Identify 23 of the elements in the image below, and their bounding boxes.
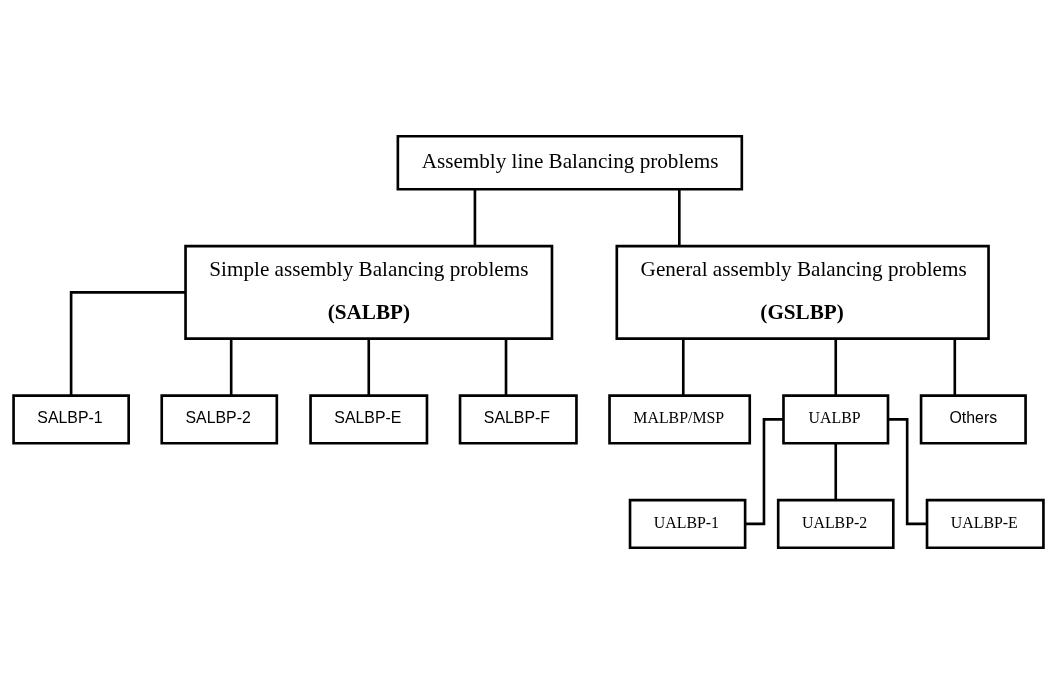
- node-box: SALBP-F: [458, 394, 578, 445]
- connector: [473, 189, 477, 246]
- node-box: General assembly Balancing problems (GSLBP): [615, 244, 990, 340]
- connector: [681, 338, 685, 396]
- node-box: MALBP/MSP: [608, 394, 752, 445]
- node-box: SALBP-1: [12, 394, 130, 445]
- node-box: UALBP: [782, 394, 890, 445]
- node-box: UALBP-1: [628, 498, 747, 550]
- node-box: SALBP-E: [309, 394, 429, 445]
- node-box: Assembly line Balancing problems: [396, 134, 744, 191]
- connector: [367, 338, 371, 396]
- node-box: SALBP-2: [160, 394, 279, 445]
- connector: [834, 338, 838, 396]
- connector: [953, 338, 957, 396]
- node-box: Simple assembly Balancing problems (SALBP): [184, 244, 554, 340]
- connector: [678, 189, 681, 246]
- node-box: Others: [919, 394, 1027, 445]
- connector: [834, 443, 838, 500]
- connector: [504, 338, 508, 396]
- connector: [229, 338, 233, 396]
- node-box: UALBP-E: [925, 498, 1045, 550]
- connector: [69, 291, 186, 396]
- node-box: UALBP-2: [776, 498, 895, 550]
